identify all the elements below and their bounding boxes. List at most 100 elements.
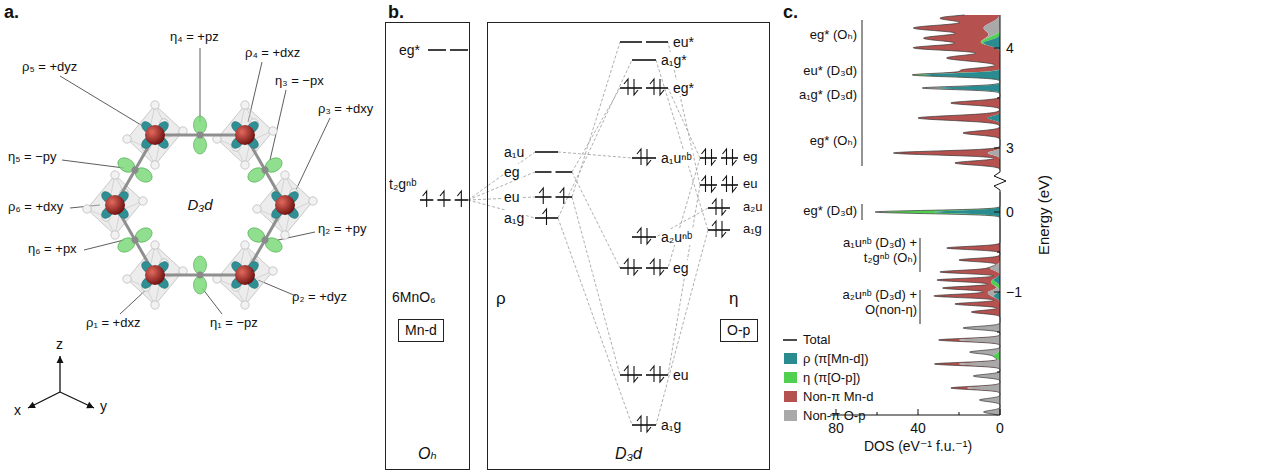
electron-down — [733, 176, 737, 192]
o-atom — [130, 165, 140, 175]
figure-label: a₁u — [503, 144, 525, 160]
dos-area — [893, 15, 1000, 170]
oxygen-vertex — [241, 161, 249, 169]
oxygen-vertex — [111, 171, 119, 179]
o-p-orbital — [245, 155, 284, 185]
oxygen-vertex — [309, 197, 317, 205]
energy-level — [450, 49, 468, 51]
figure-label: eu* — [672, 34, 695, 50]
electron-up — [624, 79, 628, 95]
electron-down — [733, 149, 737, 165]
octahedron — [87, 175, 143, 235]
energy-level — [556, 171, 573, 173]
oxygen-vertex — [151, 241, 159, 249]
energy-level — [700, 157, 717, 159]
energy-level — [632, 59, 656, 61]
energy-level — [646, 41, 668, 43]
figure-label: a₁g* (D₃d) — [798, 88, 858, 103]
mn-d-orbital — [229, 259, 260, 290]
major-tick — [994, 212, 1000, 213]
node-text: Oₕ — [418, 445, 437, 463]
oxygen-vertex — [269, 267, 277, 275]
figure-label: x — [14, 402, 21, 418]
electron-up — [723, 176, 727, 192]
axis-arrowhead — [57, 356, 64, 363]
energy-level — [632, 424, 656, 426]
electron-up — [457, 191, 461, 207]
major-tick — [994, 148, 1000, 149]
electron-up — [560, 188, 564, 204]
figure-label: a₂u — [742, 200, 764, 215]
figure-label: 40 — [910, 420, 926, 436]
energy-level — [620, 87, 642, 89]
o-atom — [260, 235, 270, 245]
figure-label: a₂uⁿᵇ (D₃d) + O(non-η) — [820, 288, 918, 318]
electron-up — [723, 149, 727, 165]
dos-total-line — [893, 15, 1000, 170]
node-text: O-p — [727, 322, 751, 338]
leader-line — [200, 48, 201, 122]
energy-level — [708, 229, 730, 231]
legend-row: ρ (π[Mn-d]) — [782, 351, 868, 366]
legend-text: Total — [803, 332, 830, 347]
o-atom — [130, 235, 140, 245]
electron-up — [624, 259, 628, 275]
node-text: η — [729, 289, 738, 309]
legend-text: η (π[O-p]) — [803, 370, 860, 385]
o-p-orbital — [194, 256, 207, 294]
correlation-line — [558, 218, 632, 425]
electron-up — [650, 259, 654, 275]
energy-axis — [1000, 190, 1001, 415]
label-bracket — [862, 20, 863, 166]
electron-down — [634, 366, 638, 382]
electron-up — [650, 366, 654, 382]
axis-arrowhead — [28, 402, 36, 408]
figure-label: 0 — [1006, 204, 1014, 220]
figure-label: ρ₆ = +dxy — [8, 200, 63, 215]
figure-label: a₁uⁿᵇ — [660, 150, 693, 166]
node-text: 6MnO₆ — [392, 289, 436, 305]
p-lobe — [194, 116, 207, 134]
correlation-line — [656, 60, 708, 230]
electron-down — [722, 199, 726, 215]
octahedron — [257, 175, 313, 235]
electron-up — [702, 149, 706, 165]
mn-d-orbital — [229, 119, 260, 150]
legend-row: Non-π Mn-d — [782, 389, 873, 404]
oxygen-vertex — [269, 127, 277, 135]
electron-down — [634, 259, 638, 275]
minor-tick — [997, 252, 1000, 253]
p-lobe — [194, 276, 207, 294]
leader-line — [202, 288, 222, 314]
node-text: ρ — [496, 289, 506, 309]
p-lobe — [194, 256, 207, 274]
figure-label: a₁g — [503, 210, 525, 226]
symmetry-panel: 6MnO₆OₕMn-d — [385, 22, 470, 470]
electron-up — [539, 188, 543, 204]
figure-label: ρ₅ = +dyz — [22, 60, 77, 75]
electron-up — [702, 176, 706, 192]
mn-atom — [275, 195, 295, 215]
electron-up — [637, 228, 641, 244]
legend-row: η (π[O-p]) — [782, 370, 860, 385]
leader-line — [60, 76, 146, 128]
electron-up — [543, 209, 547, 225]
correlation-line — [572, 42, 620, 197]
figure-label: D₃d — [187, 196, 212, 213]
energy-level — [535, 151, 558, 153]
minor-tick — [997, 98, 1000, 99]
minor-tick — [877, 412, 878, 415]
correlation-line — [668, 88, 700, 158]
figure-label: 3 — [1006, 140, 1014, 156]
figure-label: t₂gⁿᵇ — [388, 176, 418, 192]
energy-level — [646, 374, 668, 376]
mo-diagram — [420, 42, 738, 432]
figure-label: y — [100, 398, 107, 414]
axis-arrowhead — [86, 402, 94, 408]
figure-label: η₃ = −px — [275, 74, 324, 89]
figure-label: ρ₂ = +dyz — [292, 290, 347, 305]
electron-up — [650, 79, 654, 95]
figure-label: b. — [388, 2, 404, 23]
correlation-line — [468, 197, 535, 200]
